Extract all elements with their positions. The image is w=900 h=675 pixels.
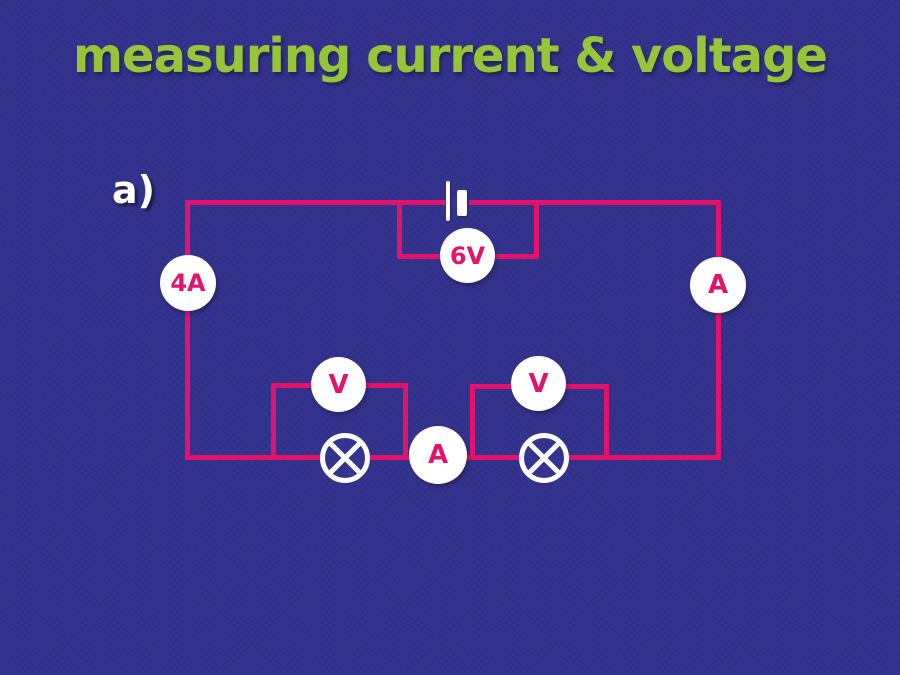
voltmeter-lamp1-label: V [328, 369, 349, 400]
battery-plate-long-icon [446, 181, 450, 221]
voltmeter-lamp2: V [511, 356, 566, 411]
lamp1-voltmeter-loop-right [403, 383, 408, 459]
lamp2-voltmeter-loop-left [470, 385, 475, 459]
voltmeter-lamp1: V [311, 357, 366, 412]
part-label: a) [112, 168, 156, 212]
voltmeter-battery-label: 6V [449, 241, 486, 270]
ammeter-right: A [690, 257, 746, 313]
wire-right [716, 200, 721, 460]
ammeter-right-label: A [707, 270, 729, 300]
lamp1-icon [320, 433, 370, 483]
slide-title: measuring current & voltage [73, 28, 828, 84]
lamp2-voltmeter-loop-right [604, 384, 609, 459]
ammeter-centre: A [409, 426, 467, 484]
lamp2-icon [519, 433, 569, 483]
ammeter-left: 4A [160, 255, 216, 311]
voltmeter-lamp2-label: V [528, 368, 549, 399]
battery-voltmeter-loop-right [534, 202, 539, 259]
voltmeter-battery: 6V [440, 228, 495, 283]
ammeter-centre-label: A [427, 440, 449, 470]
battery-plate-short-icon [457, 190, 467, 216]
battery-voltmeter-loop-left [397, 202, 402, 259]
ammeter-left-label: 4A [170, 269, 206, 297]
wire-left [185, 200, 190, 460]
lamp1-voltmeter-loop-left [271, 385, 276, 459]
